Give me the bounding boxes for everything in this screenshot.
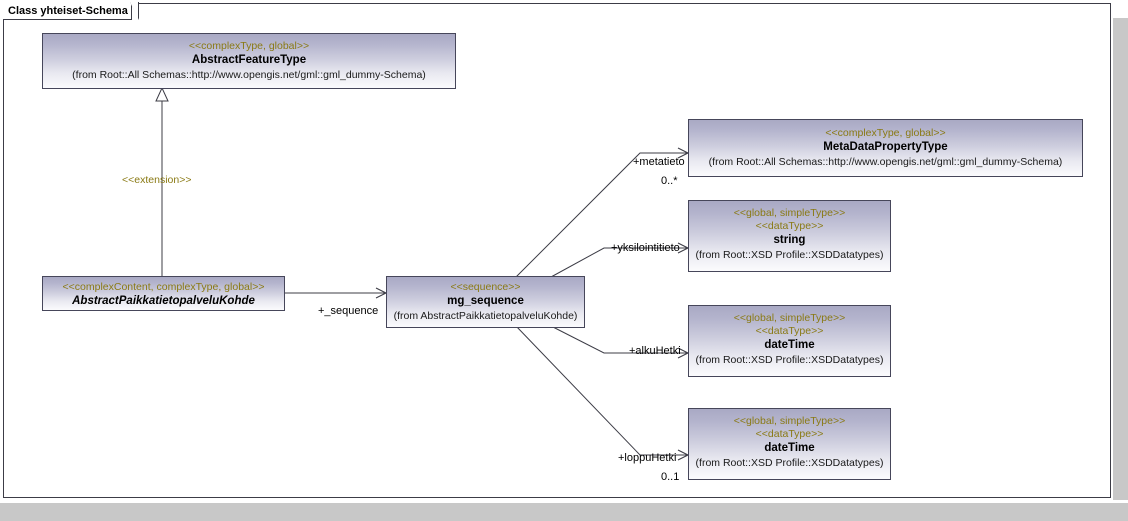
class-name: mg_sequence — [447, 295, 524, 307]
class-name: MetaDataPropertyType — [823, 141, 948, 153]
class-namespace: (from Root::XSD Profile::XSDDatatypes) — [695, 354, 884, 366]
class-stereotype: <<complexContent, complexType, global>> — [62, 281, 265, 293]
class-box-date-time-loppu[interactable]: <<global, simpleType>> <<dataType>> date… — [688, 408, 891, 480]
class-name: dateTime — [764, 442, 815, 454]
edge-label-yksilointitieto-role: +yksilointitieto — [611, 242, 680, 254]
horizontal-scrollbar[interactable] — [0, 503, 1128, 521]
class-box-date-time-alku[interactable]: <<global, simpleType>> <<dataType>> date… — [688, 305, 891, 377]
class-stereotype: <<global, simpleType>> — [733, 415, 846, 427]
class-stereotype-datatype: <<dataType>> — [755, 325, 824, 337]
diagram-frame-tab: Class yhteiset-Schema — [3, 2, 139, 20]
class-stereotype: <<complexType, global>> — [188, 40, 310, 52]
class-namespace: (from Root::All Schemas::http://www.open… — [72, 69, 426, 81]
class-box-string[interactable]: <<global, simpleType>> <<dataType>> stri… — [688, 200, 891, 272]
class-box-mg-sequence[interactable]: <<sequence>> mg_sequence (from AbstractP… — [386, 276, 585, 328]
class-stereotype-datatype: <<dataType>> — [755, 220, 824, 232]
frame-tab-notch — [129, 2, 138, 19]
class-namespace: (from AbstractPaikkatietopalveluKohde) — [393, 310, 578, 322]
class-box-abstract-paikkatietopalvelu-kohde[interactable]: <<complexContent, complexType, global>> … — [42, 276, 285, 311]
class-name: dateTime — [764, 339, 815, 351]
class-stereotype: <<global, simpleType>> — [733, 312, 846, 324]
class-namespace: (from Root::All Schemas::http://www.open… — [708, 156, 1063, 168]
edge-label-loppuhetki-role: +loppuHetki — [618, 452, 677, 464]
class-namespace: (from Root::XSD Profile::XSDDatatypes) — [695, 457, 884, 469]
class-stereotype: <<sequence>> — [450, 281, 521, 293]
edge-label-extension: <<extension>> — [122, 174, 192, 186]
vertical-scrollbar[interactable] — [1113, 18, 1128, 500]
edge-label-sequence-role: +_sequence — [318, 305, 379, 317]
edge-multiplicity-metatieto: 0..* — [661, 175, 678, 187]
class-namespace: (from Root::XSD Profile::XSDDatatypes) — [695, 249, 884, 261]
class-name: AbstractPaikkatietopalveluKohde — [72, 295, 255, 307]
class-stereotype-datatype: <<dataType>> — [755, 428, 824, 440]
edge-multiplicity-loppuhetki: 0..1 — [661, 471, 680, 483]
class-name: string — [773, 234, 806, 246]
class-name: AbstractFeatureType — [191, 54, 307, 66]
class-stereotype: <<complexType, global>> — [825, 127, 946, 139]
class-box-abstract-feature-type[interactable]: <<complexType, global>> AbstractFeatureT… — [42, 33, 456, 89]
class-stereotype: <<global, simpleType>> — [733, 207, 846, 219]
diagram-frame-title: Class yhteiset-Schema — [8, 5, 128, 17]
class-box-meta-data-property-type[interactable]: <<complexType, global>> MetaDataProperty… — [688, 119, 1083, 177]
edge-label-metatieto-role: +metatieto — [633, 156, 685, 168]
edge-label-alkuhetki-role: +alkuHetki — [629, 345, 681, 357]
